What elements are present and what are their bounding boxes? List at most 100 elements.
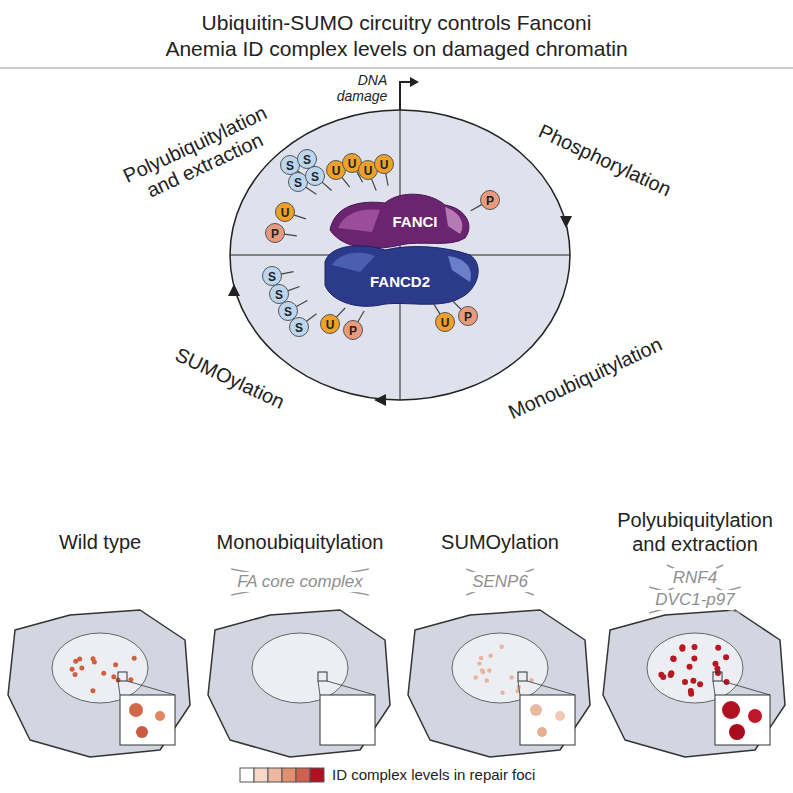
cycle-arrowhead (560, 216, 572, 228)
zoom-inset (320, 695, 375, 745)
strike-line (667, 565, 723, 591)
fanci-protein (330, 194, 469, 248)
text-line: Polyubiquitylation (617, 509, 773, 531)
legend-box (254, 768, 268, 782)
zoom-inset (520, 695, 575, 745)
modification-stem (284, 234, 297, 236)
zoom-line (327, 681, 375, 695)
protein-label: FANCI (393, 213, 438, 231)
depleted-factor: DVC1-p97 (655, 590, 734, 610)
zoom-box (118, 672, 127, 681)
repair-focus (687, 664, 693, 670)
modification-circle: S (289, 317, 309, 337)
repair-focus (499, 645, 503, 649)
modification-stem (336, 308, 345, 317)
repair-focus (688, 691, 694, 697)
modification-letter: S (303, 153, 311, 167)
protein-facet (338, 210, 380, 232)
repair-focus (714, 666, 720, 672)
modification-circle: U (374, 154, 394, 174)
depleted-factor: RNF4 (673, 568, 717, 588)
protein-label: FANCD2 (370, 273, 430, 291)
modification-letter: S (295, 321, 303, 335)
modification-circle: S (262, 266, 282, 286)
modification-letter: P (464, 310, 472, 324)
modification-letter: P (486, 194, 494, 208)
stimulus-label: DNA damage (337, 72, 388, 104)
modification-circle: P (343, 320, 363, 340)
legend-box (296, 768, 310, 782)
repair-focus (132, 656, 137, 661)
text-line: Ubiquitin-SUMO circuitry controls Fancon… (202, 11, 592, 34)
step-label: Phosphorylation (535, 119, 675, 201)
repair-focus (70, 667, 75, 672)
enlarged-focus (748, 709, 762, 723)
modification-letter: S (284, 305, 292, 319)
text-line: DNA (358, 72, 388, 88)
modification-stem (306, 314, 316, 322)
text-line: and extraction (632, 533, 758, 555)
modification-circle: P (458, 306, 478, 326)
modification-letter: P (271, 227, 279, 241)
legend-box (268, 768, 282, 782)
zoom-line (713, 681, 715, 695)
condition-label: SUMOylation (441, 530, 559, 554)
legend-box (240, 768, 254, 782)
modification-letter: S (311, 170, 319, 184)
repair-focus (111, 674, 116, 679)
zoom-line (118, 681, 120, 695)
repair-focus (690, 678, 696, 684)
modification-circle: S (305, 166, 325, 186)
modification-circle: U (275, 202, 295, 222)
modification-letter: S (275, 288, 283, 302)
enlarged-focus (129, 703, 143, 717)
repair-focus (509, 675, 513, 679)
condition-label: Polyubiquitylation and extraction (617, 508, 773, 556)
legend-scale (240, 768, 324, 782)
modification-circle: P (265, 223, 285, 243)
protein-facet (448, 256, 471, 282)
repair-focus (691, 655, 697, 661)
repair-focus (113, 662, 118, 667)
modification-letter: S (286, 159, 294, 173)
repair-focus (487, 668, 491, 672)
modification-stem (342, 177, 350, 187)
text-line: damage (337, 88, 388, 104)
condition-label: Monoubiquitylation (217, 530, 384, 554)
title: Ubiquitin-SUMO circuitry controls Fancon… (0, 10, 793, 62)
enlarged-focus (537, 727, 547, 737)
enlarged-focus (136, 726, 148, 738)
modification-stem (305, 187, 316, 194)
zoom-line (318, 681, 320, 695)
repair-focus (682, 679, 688, 685)
modification-stem (471, 204, 482, 210)
cell-nucleus (647, 633, 743, 703)
modification-circle: P (480, 190, 500, 210)
condition-label: Wild type (59, 530, 141, 554)
protein-facet (332, 253, 375, 272)
zoom-inset (120, 695, 175, 745)
enlarged-focus (722, 701, 740, 719)
legend-text: ID complex levels in repair foci (332, 766, 535, 784)
legend-box (310, 768, 324, 782)
modification-stem (358, 311, 365, 322)
title-rule (0, 68, 793, 69)
zoom-box (518, 672, 527, 681)
zoom-line (518, 681, 520, 695)
repair-focus (668, 670, 674, 676)
modification-circle: U (320, 314, 340, 334)
cell-nucleus (252, 633, 348, 703)
cycle-arrowhead (228, 284, 240, 296)
damage-arrowhead (410, 77, 419, 87)
repair-focus (723, 654, 729, 660)
repair-focus (73, 672, 78, 677)
repair-focus (715, 645, 721, 651)
repair-focus (485, 678, 489, 682)
strike-line (231, 569, 369, 595)
enlarged-focus (729, 724, 745, 740)
cycle-arrowhead (374, 394, 386, 406)
step-label: SUMOylation (172, 342, 289, 414)
modification-stem (322, 182, 332, 191)
